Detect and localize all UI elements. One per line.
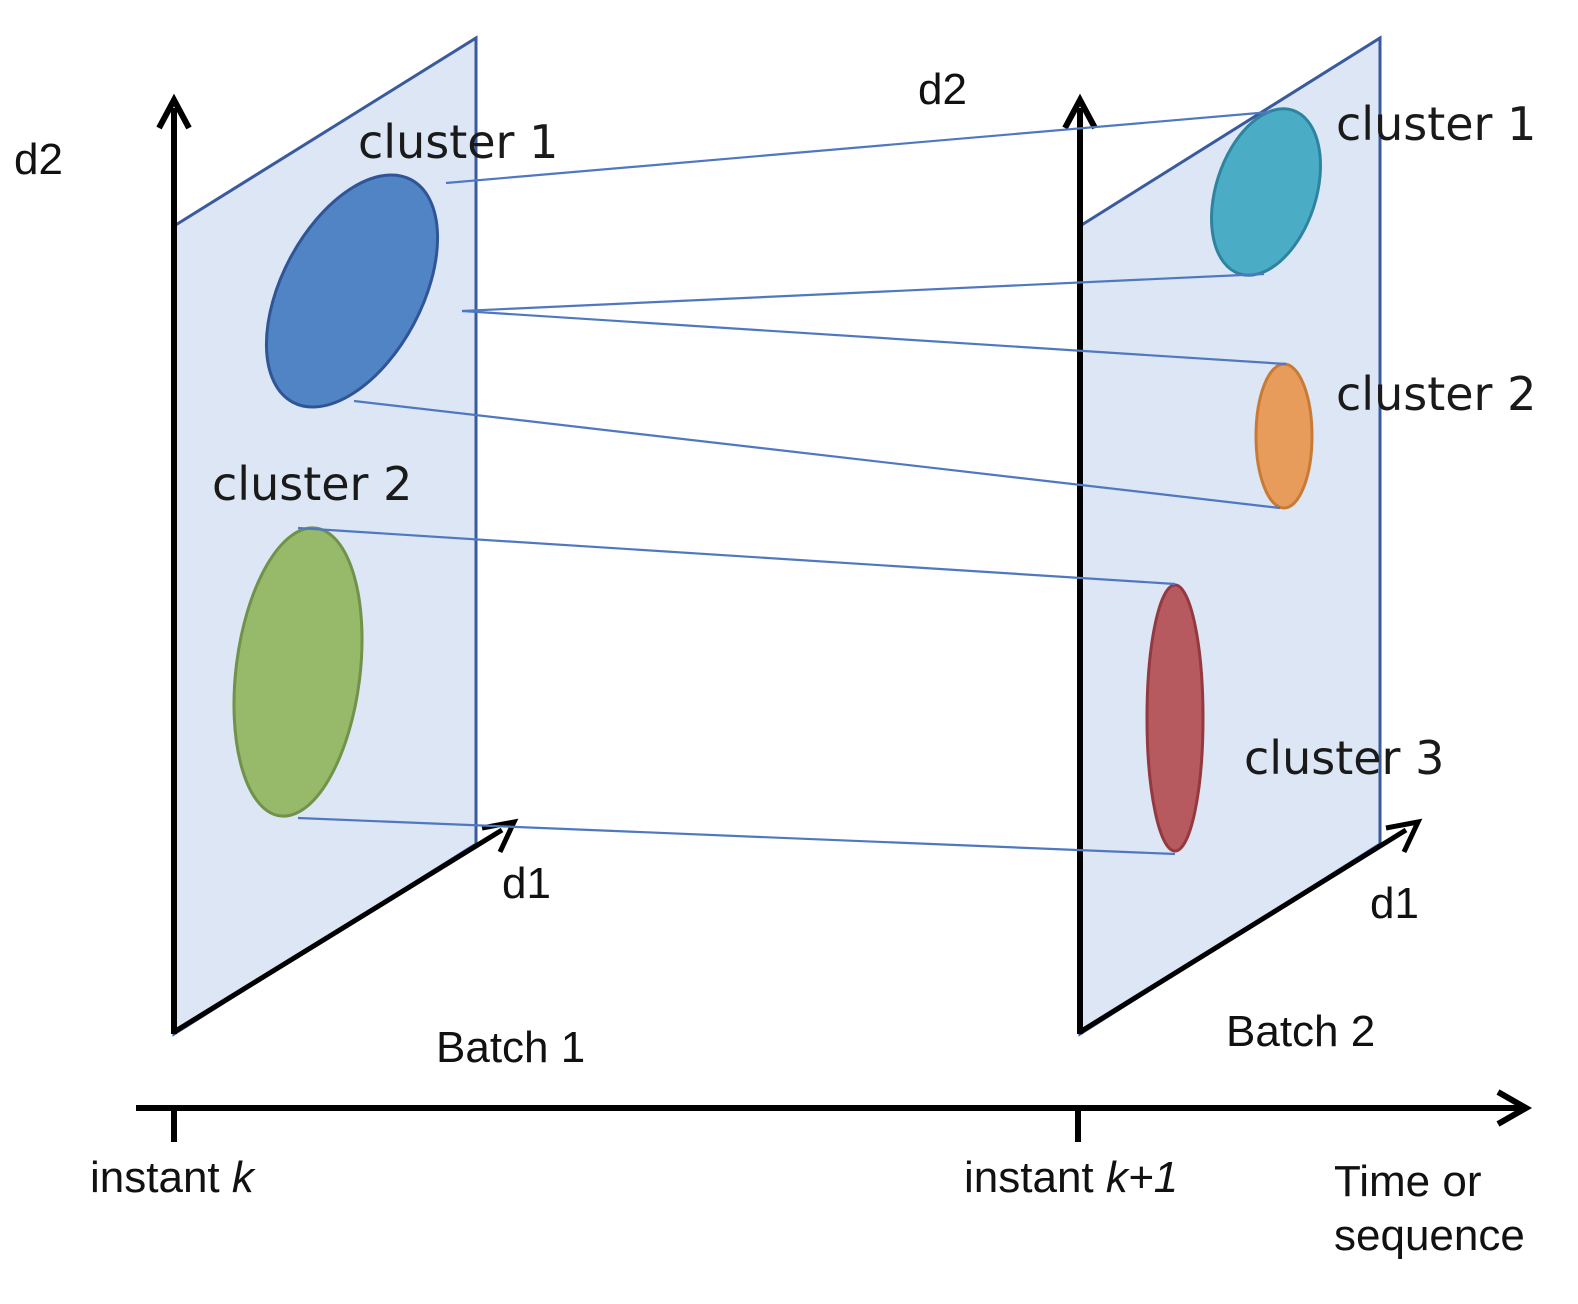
batch1-panel xyxy=(156,35,519,1037)
instant-k-label: instant k xyxy=(90,1153,256,1202)
batch2-d2-arrowhead xyxy=(1062,93,1098,130)
timeline xyxy=(136,1089,1533,1142)
batch1-cluster1-blob xyxy=(264,173,440,409)
batch2-cluster3-blob xyxy=(1145,583,1205,853)
batch2-d1-axis xyxy=(1078,827,1408,1035)
batch2-d1-arrowhead xyxy=(1385,818,1423,854)
batch2-cluster1-label: cluster 1 xyxy=(1336,97,1536,151)
batch1-d2-label: d2 xyxy=(14,135,63,184)
batch2-panel xyxy=(1062,35,1423,1037)
batch2-cluster1-blob xyxy=(1210,107,1322,277)
instant-k-var: k xyxy=(232,1153,256,1202)
batch2-d2-label: d2 xyxy=(918,65,967,114)
batch1-d1-axis xyxy=(172,827,504,1035)
link-b1c1-to-b2c1-bottom xyxy=(461,272,1265,313)
link-b1c1-to-b2c1-top xyxy=(445,110,1271,185)
batch1-d2-arrowhead xyxy=(156,93,192,130)
batch1-label: Batch 1 xyxy=(436,1023,585,1072)
link-b1c1-to-b2c2-top xyxy=(461,309,1287,366)
link-b1c2-to-b2c3-bottom xyxy=(297,816,1176,856)
batch2-cluster2-label: cluster 2 xyxy=(1336,367,1536,421)
time-axis-arrowhead xyxy=(1496,1089,1533,1127)
batch1-cluster2-label: cluster 2 xyxy=(212,457,412,511)
batch2-cluster3-label: cluster 3 xyxy=(1244,731,1444,785)
link-b1c1-to-b2c2-bottom xyxy=(353,399,1281,510)
batch2-label: Batch 2 xyxy=(1226,1007,1375,1056)
batch1-cluster1-label: cluster 1 xyxy=(358,115,558,169)
batch2-cluster2-blob xyxy=(1254,362,1314,510)
cluster-links xyxy=(297,110,1287,856)
time-axis-label-line2: sequence xyxy=(1334,1211,1525,1260)
instant-k1-var: k+1 xyxy=(1106,1153,1178,1202)
instant-k1-prefix: instant xyxy=(964,1153,1106,1202)
link-b1c2-to-b2c3-top xyxy=(297,526,1176,586)
instant-k1-label: instant k+1 xyxy=(964,1153,1178,1202)
time-axis-label-line1: Time or xyxy=(1334,1157,1482,1206)
batch2-d1-label: d1 xyxy=(1370,879,1419,928)
batch1-d1-label: d1 xyxy=(502,859,551,908)
instant-k-prefix: instant xyxy=(90,1153,232,1202)
